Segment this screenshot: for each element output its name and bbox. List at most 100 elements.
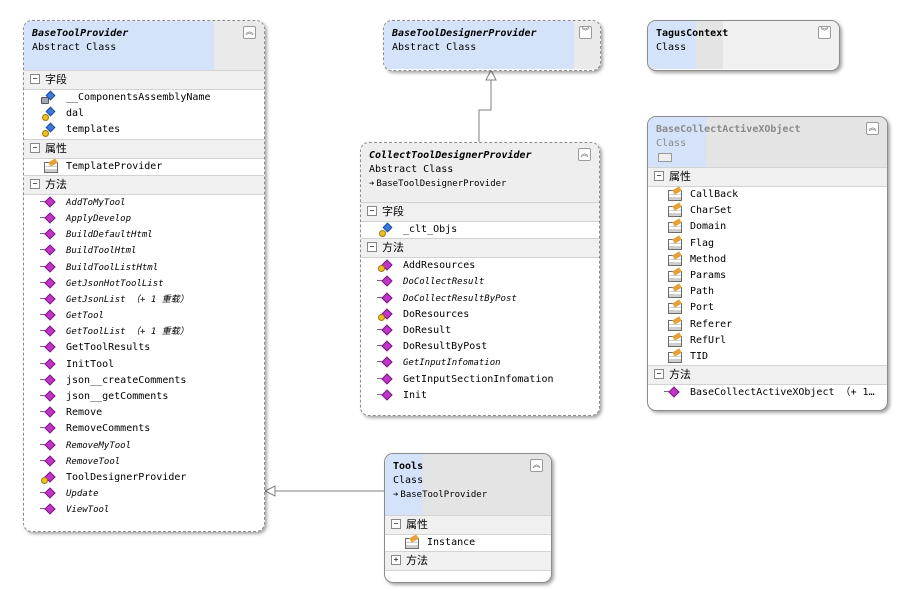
class-header: BaseToolDesignerProvider Abstract Class … xyxy=(384,21,600,69)
method-icon xyxy=(377,277,391,284)
member-label: _clt_Objs xyxy=(403,224,458,235)
class-kind: Class xyxy=(656,138,687,149)
class-tools[interactable]: Tools Class ➔BaseToolProvider ︽ −属性 Inst… xyxy=(384,453,552,583)
member-label: AddToMyTool xyxy=(66,197,126,208)
section-properties[interactable]: −属性 xyxy=(648,167,887,187)
class-name: BaseCollectActiveXObject xyxy=(656,124,801,135)
member-label: DoCollectResult xyxy=(403,277,485,288)
member-label: TemplateProvider xyxy=(66,160,163,172)
member-label: ViewTool xyxy=(66,505,110,516)
member-label: CharSet xyxy=(690,205,733,217)
property-icon xyxy=(668,238,682,250)
member-label: GetTool xyxy=(66,311,104,322)
base-class: ➔BaseToolDesignerProvider xyxy=(369,179,507,189)
method-icon xyxy=(40,263,54,270)
class-header: BaseToolProvider Abstract Class ︽ xyxy=(24,21,264,70)
plus-icon[interactable]: + xyxy=(391,555,401,566)
property-icon xyxy=(668,222,682,234)
property-icon xyxy=(668,319,682,331)
method-icon xyxy=(378,310,391,321)
class-kind: Abstract Class xyxy=(369,164,454,175)
section-fields[interactable]: −字段 xyxy=(24,70,264,90)
member-label: BuildDefaultHtml xyxy=(66,230,153,241)
member-label: GetToolResults xyxy=(66,342,151,354)
minus-icon[interactable]: − xyxy=(30,178,40,189)
class-kind: Class xyxy=(656,42,687,53)
member-label: BuildToolListHtml xyxy=(66,262,159,273)
method-icon xyxy=(40,489,54,496)
section-properties[interactable]: −属性 xyxy=(385,515,551,535)
member-label: CallBack xyxy=(690,189,739,200)
member-label: Referer xyxy=(690,318,733,330)
section-methods[interactable]: +方法 xyxy=(385,551,551,572)
class-tagus-context[interactable]: TagusContext Class ︾ xyxy=(647,20,840,71)
class-name: BaseToolProvider xyxy=(32,28,129,39)
member-label: AddResources xyxy=(403,260,476,272)
method-icon xyxy=(40,441,54,448)
class-kind: Class xyxy=(393,475,424,486)
property-icon xyxy=(668,287,682,299)
member-label: GetInputSectionInfomation xyxy=(403,373,554,385)
minus-icon[interactable]: − xyxy=(30,142,40,153)
expand-icon[interactable]: ︾ xyxy=(818,26,831,39)
method-icon xyxy=(377,358,391,365)
minus-icon[interactable]: − xyxy=(367,206,377,216)
member-label: GetInputInfomation xyxy=(403,358,501,369)
method-icon xyxy=(664,388,678,395)
class-name: CollectToolDesignerProvider xyxy=(369,150,532,161)
minus-icon[interactable]: − xyxy=(367,242,377,253)
method-icon xyxy=(377,294,391,301)
section-fields[interactable]: −字段 xyxy=(361,202,599,222)
method-icon xyxy=(40,279,54,286)
property-icon xyxy=(668,190,682,201)
class-collect-tool-designer-provider[interactable]: CollectToolDesignerProvider Abstract Cla… xyxy=(360,142,600,416)
method-icon xyxy=(40,311,54,318)
minus-icon[interactable]: − xyxy=(391,519,401,529)
member-label: Update xyxy=(66,489,99,500)
member-label: ApplyDevelop xyxy=(66,213,132,224)
class-name: Tools xyxy=(393,461,424,472)
minus-icon[interactable]: − xyxy=(30,74,40,84)
class-base-collect-activex-object[interactable]: BaseCollectActiveXObject Class ︽ −属性 Cal… xyxy=(647,116,888,411)
property-icon xyxy=(668,270,682,282)
section-methods[interactable]: −方法 xyxy=(361,238,599,259)
member-label: DoResources xyxy=(403,308,470,320)
section-properties[interactable]: −属性 xyxy=(24,138,264,159)
member-label: Init xyxy=(403,389,428,401)
property-icon xyxy=(668,303,682,315)
collapse-icon[interactable]: ︽ xyxy=(578,148,591,161)
member-label: json__getComments xyxy=(66,391,169,402)
base-class: ➔BaseToolProvider xyxy=(393,490,488,500)
collapse-icon[interactable]: ︽ xyxy=(243,26,256,39)
collapse-icon[interactable]: ︽ xyxy=(866,122,879,135)
method-icon xyxy=(41,473,54,484)
member-label: DoResultByPost xyxy=(403,341,488,353)
minus-icon[interactable]: − xyxy=(654,369,664,380)
class-kind: Abstract Class xyxy=(392,42,477,53)
property-icon xyxy=(668,206,682,218)
inheritance-arrowhead-tools xyxy=(263,485,276,497)
method-icon xyxy=(40,327,54,334)
member-label: DoCollectResultByPost xyxy=(403,293,517,304)
section-methods[interactable]: −方法 xyxy=(24,174,264,195)
member-label: RemoveMyTool xyxy=(66,440,132,451)
property-icon xyxy=(668,254,682,266)
minus-icon[interactable]: − xyxy=(654,171,664,181)
member-label: BaseCollectActiveXObject （+ 1… xyxy=(690,387,875,399)
class-name: TagusContext xyxy=(656,28,729,39)
member-label: RemoveComments xyxy=(66,423,151,435)
class-base-tool-provider[interactable]: BaseToolProvider Abstract Class ︽ −字段 __… xyxy=(23,20,265,532)
section-methods[interactable]: −方法 xyxy=(648,365,887,386)
member-label: Flag xyxy=(690,237,715,249)
expand-icon[interactable]: ︾ xyxy=(579,26,592,39)
hidden-members-icon xyxy=(658,153,672,162)
method-icon xyxy=(40,376,54,383)
collapse-icon[interactable]: ︽ xyxy=(530,459,543,472)
method-icon xyxy=(40,230,54,237)
class-base-tool-designer-provider[interactable]: BaseToolDesignerProvider Abstract Class … xyxy=(383,20,601,71)
method-icon xyxy=(40,214,54,221)
member-label: templates xyxy=(66,124,121,136)
class-kind: Abstract Class xyxy=(32,42,117,53)
member-label: ToolDesignerProvider xyxy=(66,471,187,483)
